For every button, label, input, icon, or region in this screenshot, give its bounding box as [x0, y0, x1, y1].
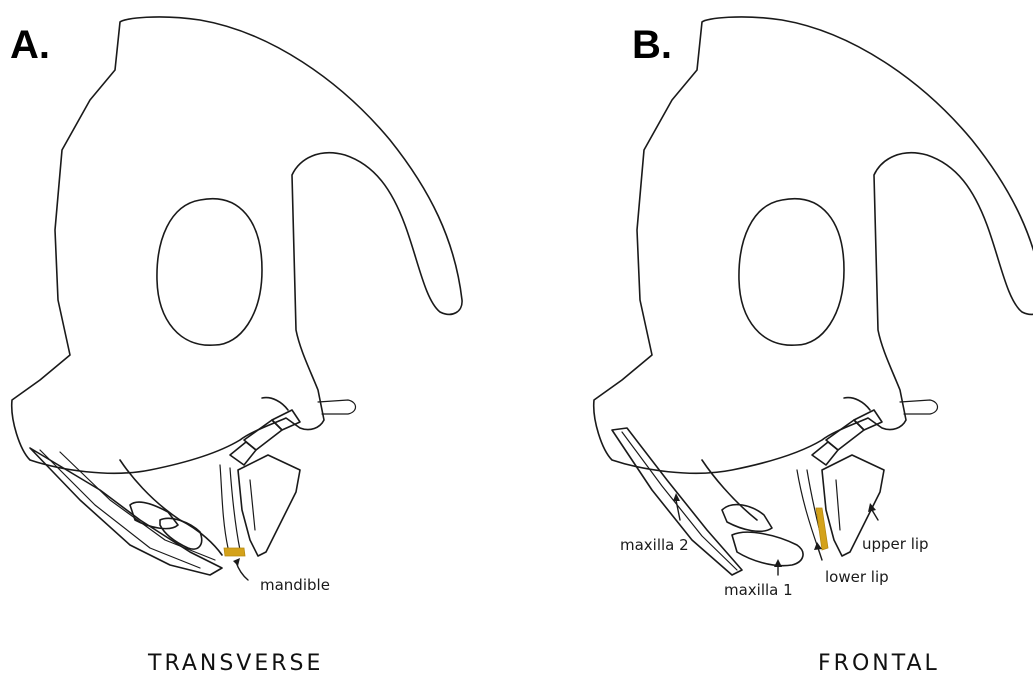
- callout-maxilla-1: maxilla 1: [724, 581, 793, 599]
- callout-upper-lip: upper lip: [862, 535, 929, 553]
- panel-a-letter: A.: [10, 23, 50, 67]
- panel-a-compound-eye: [157, 199, 262, 346]
- panel-b-caption: FRONTAL: [818, 651, 940, 676]
- panel-a: A. mandible TRANSVERSE: [10, 17, 462, 676]
- panel-b-maxilla-1: [732, 532, 803, 565]
- panel-b-letter: B.: [632, 23, 672, 67]
- callout-lower-lip: lower lip: [825, 568, 889, 586]
- panel-b-head-capsule: [594, 17, 1033, 473]
- panel-a-antenna-stub: [318, 400, 356, 414]
- panel-b-antenna-stub: [900, 400, 938, 414]
- panel-a-mandible-highlight: [224, 548, 245, 556]
- callout-mandible: mandible: [260, 576, 330, 594]
- callout-maxilla-2: maxilla 2: [620, 536, 689, 554]
- panel-a-labrum: [238, 455, 300, 556]
- panel-a-caption: TRANSVERSE: [147, 651, 323, 676]
- panel-a-head-capsule: [12, 17, 462, 473]
- panel-b-compound-eye: [739, 199, 844, 346]
- panel-b: B.: [594, 17, 1033, 575]
